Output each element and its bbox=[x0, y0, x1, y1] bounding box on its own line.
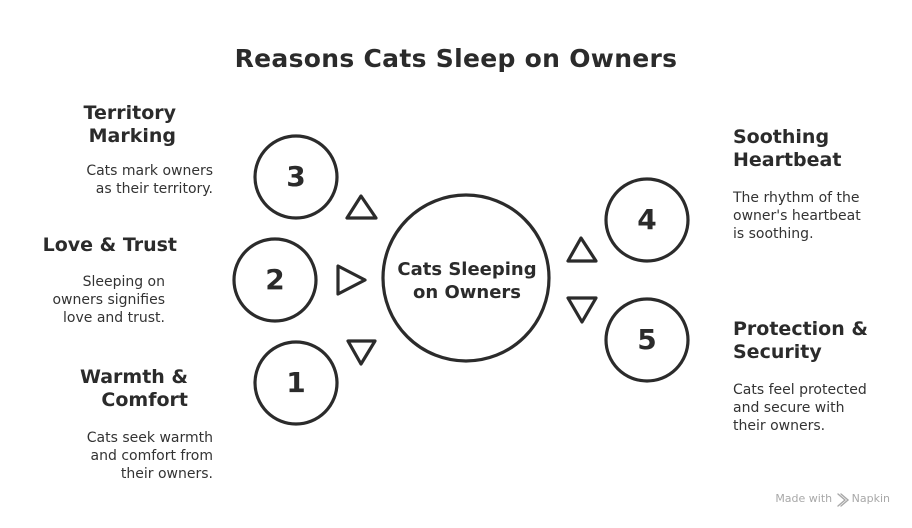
made-with-napkin-badge[interactable]: Made with Napkin bbox=[760, 492, 890, 505]
reason-desc-heartbeat: The rhythm of the owner's heartbeat is s… bbox=[733, 190, 861, 242]
reason-heading-protection: Protection & Security bbox=[733, 318, 868, 363]
reason-circle-3 bbox=[253, 134, 339, 220]
reason-heading-warmth: Warmth & Comfort bbox=[79, 366, 188, 411]
reason-number-1: 1 bbox=[286, 366, 306, 399]
reason-number-4: 4 bbox=[637, 203, 657, 236]
reason-circle-2 bbox=[232, 237, 318, 323]
reason-desc-love: Sleeping on owners signifies love and tr… bbox=[52, 274, 165, 326]
center-circle bbox=[381, 193, 551, 363]
reason-heading-love: Love & Trust bbox=[42, 234, 177, 256]
reason-circle-5 bbox=[604, 297, 690, 383]
reason-desc-warmth: Cats seek warmth and comfort from their … bbox=[86, 430, 213, 482]
reason-number-3: 3 bbox=[286, 160, 306, 193]
page-title: Reasons Cats Sleep on Owners bbox=[234, 44, 678, 73]
reason-circle-1 bbox=[253, 340, 339, 426]
reason-number-2: 2 bbox=[265, 263, 285, 296]
arrow-up-icon-heartbeat bbox=[566, 236, 598, 263]
napkin-logo-icon bbox=[837, 493, 850, 507]
reason-desc-territory: Cats mark owners as their territory. bbox=[86, 163, 213, 197]
arrow-down-icon-warmth bbox=[346, 339, 377, 366]
reason-heading-territory: Territory Marking bbox=[83, 102, 176, 147]
arrow-down-icon-protection bbox=[566, 296, 598, 324]
made-with-text: Made with bbox=[775, 492, 833, 505]
reason-circle-4 bbox=[604, 177, 690, 263]
reason-heading-heartbeat: Soothing Heartbeat bbox=[733, 126, 842, 171]
arrow-up-icon-territory bbox=[345, 194, 378, 220]
arrow-right-icon-love bbox=[336, 264, 367, 296]
napkin-brand-text: Napkin bbox=[851, 492, 890, 505]
reason-number-5: 5 bbox=[637, 323, 657, 356]
reason-desc-protection: Cats feel protected and secure with thei… bbox=[733, 382, 867, 434]
center-label: Cats Sleeping on Owners bbox=[397, 259, 537, 303]
